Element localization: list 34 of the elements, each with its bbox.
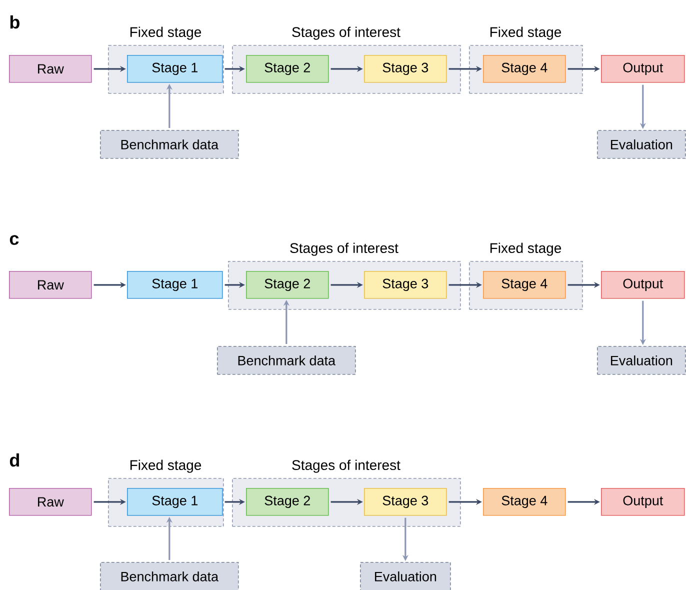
data-box: Evaluation xyxy=(360,562,451,590)
data-box: Benchmark data xyxy=(100,562,239,590)
stage-box: Stage 4 xyxy=(483,55,566,83)
stage-box: Stage 2 xyxy=(246,488,329,516)
stage-box: Stage 1 xyxy=(127,488,223,516)
stage-box: Stage 1 xyxy=(127,55,223,83)
stage-box: Stage 4 xyxy=(483,271,566,299)
stage-box: Raw xyxy=(9,488,92,516)
panel-letter: c xyxy=(10,235,19,245)
node-label: Fixed stage xyxy=(130,460,202,473)
stage-box: Stage 1 xyxy=(127,271,223,299)
data-box: Benchmark data xyxy=(217,346,356,375)
panel-letter: b xyxy=(10,15,20,29)
stage-box: Stage 3 xyxy=(364,488,447,516)
panel-letter: d xyxy=(10,453,20,467)
node-label: Stages of interest xyxy=(292,26,400,40)
data-box: Evaluation xyxy=(597,130,686,159)
stage-box: Stage 3 xyxy=(364,55,447,83)
stage-box: Raw xyxy=(9,55,92,83)
node-label: Fixed stage xyxy=(130,26,202,40)
node-label: Stages of interest xyxy=(292,460,400,473)
data-box: Benchmark data xyxy=(100,130,239,159)
node-label: Stages of interest xyxy=(290,242,398,256)
stage-box: Raw xyxy=(9,271,92,299)
stage-box: Output xyxy=(601,488,685,516)
data-box: Evaluation xyxy=(597,346,686,375)
stage-box: Stage 2 xyxy=(246,271,329,299)
node-label: Fixed stage xyxy=(490,242,562,256)
stage-box: Stage 4 xyxy=(483,488,566,516)
stage-box: Output xyxy=(601,55,685,83)
stage-box: Stage 2 xyxy=(246,55,329,83)
stage-box: Output xyxy=(601,271,685,299)
node-label: Fixed stage xyxy=(490,26,562,40)
stage-box: Stage 3 xyxy=(364,271,447,299)
